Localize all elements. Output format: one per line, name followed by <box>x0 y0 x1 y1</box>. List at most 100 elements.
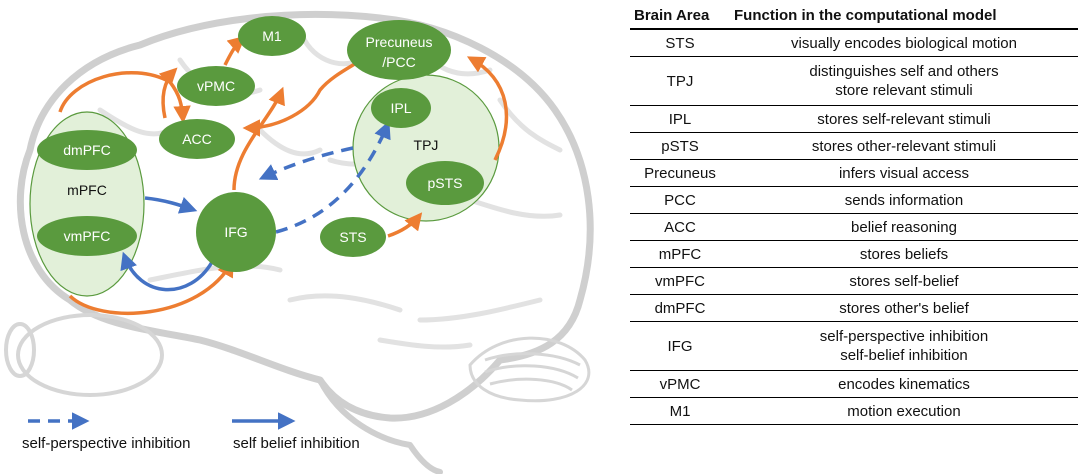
function-line: sends information <box>844 191 964 209</box>
table-row: vPMC encodes kinematics <box>630 370 1078 398</box>
node-sts-label: STS <box>339 229 366 245</box>
orange-arrows <box>58 35 509 316</box>
table-cell-function: visually encodes biological motion <box>730 29 1078 57</box>
table-cell-area: ACC <box>630 213 730 241</box>
legend: self-perspective inhibition self belief … <box>22 412 360 452</box>
function-line: visually encodes biological motion <box>791 34 1017 52</box>
table-row: TPJ distinguishes self and others store re… <box>630 56 1078 106</box>
table-cell-function: motion execution <box>730 397 1078 425</box>
table-cell-function: self-perspective inhibition self-belief i… <box>730 321 1078 371</box>
arrow-mpfc-to-ifg-blue <box>144 196 198 214</box>
table-cell-area: Precuneus <box>630 159 730 187</box>
region-mpfc-label: mPFC <box>67 182 107 198</box>
table-cell-area: M1 <box>630 397 730 425</box>
arrow-ifg-to-ipl-dashed <box>275 120 391 234</box>
function-line: stores other-relevant stimuli <box>811 137 997 155</box>
node-ipl-label: IPL <box>390 100 411 116</box>
table-cell-area: vPMC <box>630 370 730 398</box>
table-header-row: Brain Area Function in the computational… <box>630 4 1078 30</box>
node-vmpfc-label: vmPFC <box>64 228 111 244</box>
function-line: infers visual access <box>838 164 970 182</box>
function-line: encodes kinematics <box>838 375 970 393</box>
node-sts: STS <box>320 217 386 257</box>
cerebellum-outline <box>468 336 591 403</box>
table-cell-area: IPL <box>630 105 730 133</box>
function-line: motion execution <box>847 402 961 420</box>
table-cell-function: stores self-relevant stimuli <box>730 105 1078 133</box>
table-cell-function: stores beliefs <box>730 240 1078 268</box>
arrow-ifg-to-vmpfc <box>120 251 214 292</box>
table-cell-area: STS <box>630 29 730 57</box>
table-cell-area: mPFC <box>630 240 730 268</box>
table-cell-function: sends information <box>730 186 1078 214</box>
arrow-precuneus-to-acc <box>242 60 359 137</box>
table-cell-area: pSTS <box>630 132 730 160</box>
node-vmpfc: vmPFC <box>37 216 137 256</box>
arrow-tpj-to-ifg-dashed <box>258 146 354 181</box>
function-line: distinguishes self and others <box>809 63 999 80</box>
blue-arrows <box>120 120 391 292</box>
node-dmpfc-label: dmPFC <box>63 142 110 158</box>
function-line: self-belief inhibition <box>840 347 968 364</box>
node-acc: ACC <box>159 119 235 159</box>
node-psts: pSTS <box>406 161 484 205</box>
node-precuneus-label-2: /PCC <box>382 54 415 70</box>
table-cell-area: PCC <box>630 186 730 214</box>
table-row: ACC belief reasoning <box>630 213 1078 241</box>
node-precuneus-label-1: Precuneus <box>366 34 433 50</box>
function-line: stores self-relevant stimuli <box>817 110 991 128</box>
legend-solid-label: self belief inhibition <box>233 435 360 452</box>
arrow-ifg-to-vpmc <box>232 86 285 191</box>
function-table: Brain Area Function in the computational… <box>630 4 1078 425</box>
node-psts-label: pSTS <box>427 175 462 191</box>
table-row: pSTS stores other-relevant stimuli <box>630 132 1078 160</box>
node-ifg: IFG <box>196 192 276 272</box>
arrow-mpfc-to-ifg <box>68 258 234 316</box>
node-m1: M1 <box>238 16 306 56</box>
table-cell-function: belief reasoning <box>730 213 1078 241</box>
table-cell-function: distinguishes self and others store relev… <box>730 56 1078 106</box>
function-line: stores other's belief <box>839 299 969 317</box>
node-dmpfc: dmPFC <box>37 130 137 170</box>
table-row: IFG self-perspective inhibition self-belie… <box>630 321 1078 371</box>
brain-outline <box>16 10 594 474</box>
arrow-sts-to-psts <box>387 212 423 238</box>
table-cell-function: stores other-relevant stimuli <box>730 132 1078 160</box>
table-cell-area: IFG <box>630 321 730 371</box>
node-m1-label: M1 <box>262 28 282 44</box>
node-ifg-label: IFG <box>224 224 247 240</box>
header-function: Function in the computational model <box>730 4 1078 30</box>
table-cell-area: vmPFC <box>630 267 730 295</box>
function-line: belief reasoning <box>851 218 957 236</box>
node-acc-label: ACC <box>182 131 212 147</box>
table-row: IPL stores self-relevant stimuli <box>630 105 1078 133</box>
table-cell-function: infers visual access <box>730 159 1078 187</box>
table-row: STS visually encodes biological motion <box>630 29 1078 57</box>
legend-dashed-label: self-perspective inhibition <box>22 435 190 452</box>
table-cell-function: encodes kinematics <box>730 370 1078 398</box>
arrow-acc-to-vpmc <box>158 67 178 119</box>
header-brain-area: Brain Area <box>630 4 730 30</box>
eye-outline <box>4 313 164 397</box>
node-ipl: IPL <box>371 88 431 128</box>
region-tpj-label: TPJ <box>414 137 439 153</box>
function-table-container: Brain Area Function in the computational… <box>630 4 1078 425</box>
function-line: stores self-belief <box>849 272 959 290</box>
function-line: store relevant stimuli <box>835 82 973 99</box>
table-cell-function: stores other's belief <box>730 294 1078 322</box>
arrow-tpj-to-precuneus <box>466 56 509 161</box>
table-row: PCC sends information <box>630 186 1078 214</box>
table-row: Precuneus infers visual access <box>630 159 1078 187</box>
brain-diagram: M1 Precuneus /PCC vPMC ACC dmPFC mPFC vm… <box>4 10 594 474</box>
function-line: self-perspective inhibition <box>819 328 989 345</box>
function-line: stores beliefs <box>859 245 949 263</box>
table-row: dmPFC stores other's belief <box>630 294 1078 322</box>
table-cell-function: stores self-belief <box>730 267 1078 295</box>
table-cell-area: dmPFC <box>630 294 730 322</box>
table-row: M1 motion execution <box>630 397 1078 425</box>
table-cell-area: TPJ <box>630 56 730 106</box>
table-row: vmPFC stores self-belief <box>630 267 1078 295</box>
node-vpmc: vPMC <box>177 66 255 106</box>
node-vpmc-label: vPMC <box>197 78 235 94</box>
